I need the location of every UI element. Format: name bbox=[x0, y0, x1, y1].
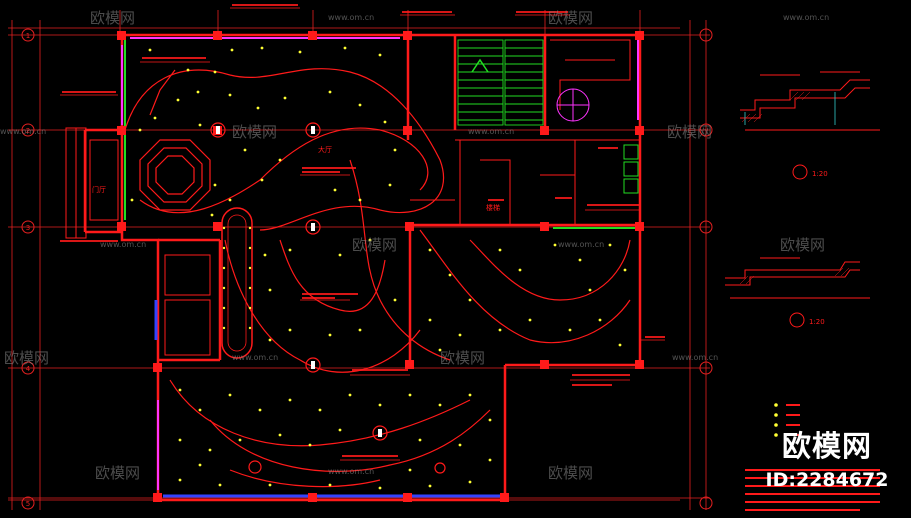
watermark-brand-5: 欧模网 bbox=[352, 236, 397, 254]
inner-partitions bbox=[164, 39, 640, 356]
axis-label-2: 2 bbox=[26, 127, 30, 135]
magenta-edges bbox=[121, 37, 639, 490]
detail-section-2 bbox=[725, 257, 870, 328]
watermark-site-7: www.om.cn bbox=[232, 353, 278, 362]
annotation-texts: 大厅 门厅 楼梯 bbox=[92, 145, 500, 212]
annotation-text-strokes bbox=[60, 4, 665, 457]
watermark-logos: 欧模网 欧模网 欧模网 欧模网 欧模网 欧模网 欧模网 欧模网 欧模网 欧模网 bbox=[4, 9, 825, 482]
round-fixture bbox=[556, 88, 590, 122]
watermark-site-1: www.om.cn bbox=[328, 13, 374, 22]
stair-rungs bbox=[457, 39, 544, 126]
oval-ceiling bbox=[221, 207, 253, 359]
watermark-site-8: www.om.cn bbox=[672, 353, 718, 362]
watermark-brand-2: 欧模网 bbox=[548, 9, 593, 27]
watermark-site-5: www.om.cn bbox=[100, 240, 146, 249]
columns bbox=[117, 31, 644, 502]
hall-label: 大厅 bbox=[318, 145, 332, 154]
kitchen-fixtures bbox=[623, 144, 639, 194]
watermark-brand-6: 欧模网 bbox=[780, 236, 825, 254]
lamp-dots bbox=[130, 46, 627, 490]
door-label: 门厅 bbox=[92, 185, 106, 194]
windows bbox=[154, 300, 500, 498]
detail-2-scale: 1:20 bbox=[809, 318, 825, 326]
watermark-site-2: www.om.cn bbox=[783, 13, 829, 22]
watermark-site-9: www.om.cn bbox=[328, 467, 374, 476]
axis-bubbles-left bbox=[21, 28, 35, 510]
downlights bbox=[210, 122, 446, 474]
left-bay bbox=[65, 127, 119, 239]
watermark-site-6: www.om.cn bbox=[558, 240, 604, 249]
watermark-brand: 欧模网 bbox=[781, 429, 872, 463]
watermark-id: ID:2284672 bbox=[765, 469, 889, 491]
detail-1-hatch bbox=[741, 91, 811, 123]
watermark-brand-9: 欧模网 bbox=[95, 464, 140, 482]
watermark-brand-1: 欧模网 bbox=[90, 9, 135, 27]
watermark-brand-3: 欧模网 bbox=[232, 123, 277, 141]
watermark-site-4: www.om.cn bbox=[468, 127, 514, 136]
axis-label-4: 4 bbox=[26, 365, 31, 373]
detail-1-scale: 1:20 bbox=[812, 170, 828, 178]
watermark-brand-7: 欧模网 bbox=[440, 349, 485, 367]
axis-bubbles-right bbox=[699, 28, 713, 510]
axis-label-5: 5 bbox=[26, 500, 30, 508]
watermark-brand-4: 欧模网 bbox=[667, 123, 712, 141]
watermark-brand-8: 欧模网 bbox=[4, 349, 49, 367]
axis-label-1: 1 bbox=[26, 32, 30, 40]
legend bbox=[745, 403, 880, 511]
ceiling-curves bbox=[124, 68, 631, 488]
axis-label-3: 3 bbox=[26, 224, 30, 232]
detail-1-cyan bbox=[744, 92, 836, 125]
stair-label: 楼梯 bbox=[486, 203, 500, 212]
watermark-sites: www.om.cn www.om.cn www.om.cn www.om.cn … bbox=[0, 13, 829, 476]
octagon-ceiling bbox=[139, 139, 211, 211]
detail-2-hatch bbox=[739, 267, 850, 285]
ceiling-annotations bbox=[60, 7, 665, 461]
watermark-brand-10: 欧模网 bbox=[548, 464, 593, 482]
watermark-site-3: www.om.cn bbox=[0, 127, 46, 136]
